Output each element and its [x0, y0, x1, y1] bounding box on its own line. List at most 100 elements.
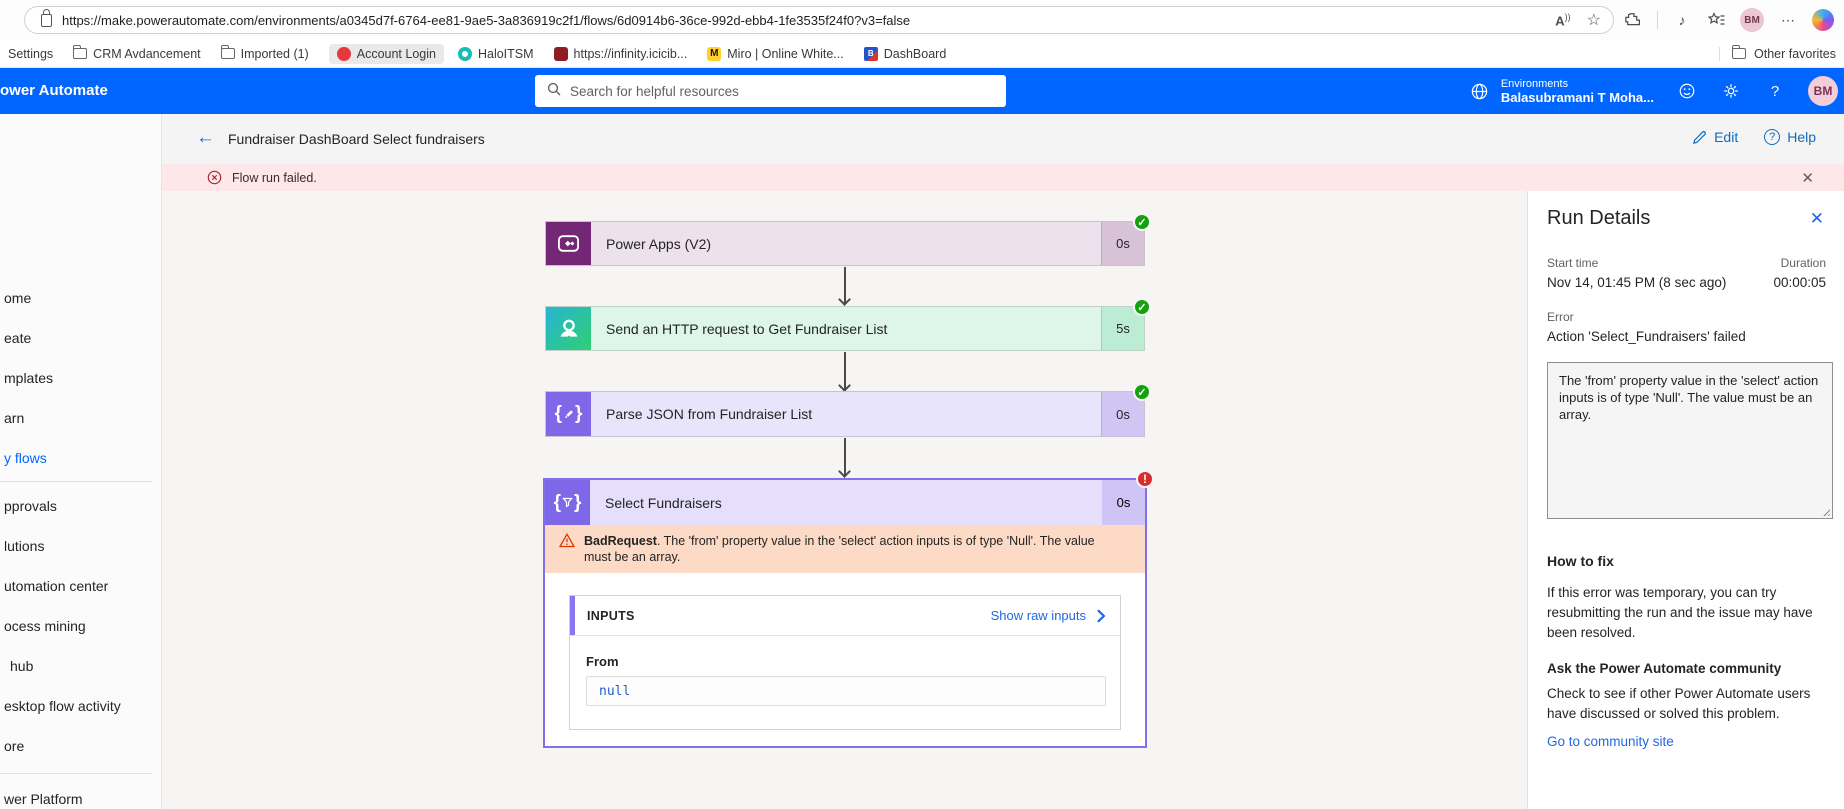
step-duration: 0s	[1101, 222, 1144, 265]
select-action-icon: { }	[545, 480, 590, 525]
start-time-value: Nov 14, 01:45 PM (8 sec ago)	[1547, 275, 1727, 290]
step-card-http-request[interactable]: Send an HTTP request to Get Fundraiser L…	[545, 298, 1151, 351]
folder-icon	[1732, 45, 1747, 59]
parse-json-icon: { }	[546, 392, 591, 436]
step-card-parse-json[interactable]: { } Parse JSON from Fundraiser List 0s ✓	[545, 383, 1151, 437]
sidebar-item-desktop-flow-activity[interactable]: esktop flow activity	[4, 698, 121, 714]
error-label: Error	[1547, 310, 1574, 324]
from-value-field[interactable]: null	[586, 676, 1106, 706]
bookmark-imported[interactable]: Imported (1)	[220, 45, 309, 61]
bookmark-dashboard[interactable]: B DashBoard	[863, 46, 946, 61]
browser-action-icons: ♪ BM ⋯	[1623, 0, 1844, 40]
connector-arrow	[838, 438, 851, 478]
flow-toolbar: ← Fundraiser DashBoard Select fundraiser…	[162, 114, 1844, 164]
sidebar-item-my-flows[interactable]: y flows	[4, 450, 47, 466]
back-arrow-icon[interactable]: ←	[196, 127, 215, 148]
chevron-right-icon	[1097, 609, 1106, 622]
sidebar-item-templates[interactable]: mplates	[4, 370, 54, 386]
browser-menu-icon[interactable]: ⋯	[1781, 11, 1795, 28]
sidebar-item-home[interactable]: ome	[4, 290, 32, 306]
haloitsm-favicon	[457, 46, 472, 61]
step-title: Send an HTTP request to Get Fundraiser L…	[606, 320, 888, 337]
folder-icon	[220, 45, 235, 59]
edit-button[interactable]: Edit	[1692, 129, 1738, 145]
show-raw-inputs-link[interactable]: Show raw inputs	[991, 608, 1108, 623]
step-duration: 0s	[1102, 480, 1145, 525]
banner-message: Flow run failed.	[232, 170, 317, 185]
step-card-select-fundraisers[interactable]: { } Select Fundraisers 0s ! BadRequest. …	[543, 470, 1154, 748]
sidebar-footer-power-platform[interactable]: wer Platform	[4, 791, 83, 807]
add-favorite-icon[interactable]: ☆	[1586, 12, 1601, 29]
step-title: Select Fundraisers	[605, 494, 722, 511]
from-label: From	[586, 654, 619, 669]
address-bar[interactable]: https://make.powerautomate.com/environme…	[24, 6, 1614, 34]
sidebar-item-learn[interactable]: arn	[4, 410, 25, 426]
success-check-icon: ✓	[1133, 383, 1151, 401]
search-icon	[547, 82, 561, 101]
extensions-icon[interactable]	[1623, 10, 1643, 30]
community-title: Ask the Power Automate community	[1547, 661, 1782, 676]
favorites-bar-icon[interactable]	[1706, 10, 1726, 30]
sidebar-item-solutions[interactable]: lutions	[4, 538, 45, 554]
flow-run-title: Fundraiser DashBoard Select fundraisers	[228, 131, 485, 147]
header-actions: Environments Balasubramani T Moha... ? B…	[1469, 68, 1838, 114]
pencil-icon	[1693, 130, 1707, 144]
copilot-icon[interactable]	[1812, 9, 1834, 31]
settings-gear-icon[interactable]	[1720, 80, 1742, 102]
sidebar-item-automation-center[interactable]: utomation center	[4, 578, 109, 594]
resize-grip[interactable]	[1821, 507, 1830, 516]
connector-arrow	[838, 267, 851, 306]
browser-essentials-icon[interactable]: ♪	[1678, 12, 1686, 28]
read-aloud-icon[interactable]: A))	[1555, 11, 1571, 29]
error-circle-icon	[207, 170, 222, 185]
search-input[interactable]	[570, 83, 994, 99]
duration-value: 00:00:05	[1773, 275, 1826, 290]
browser-profile-avatar[interactable]: BM	[1740, 8, 1764, 32]
bookmark-account-login[interactable]: Account Login	[328, 43, 444, 64]
panel-close-icon[interactable]: ✕	[1809, 209, 1824, 228]
environment-name: Balasubramani T Moha...	[1500, 89, 1654, 105]
sidebar-item-process-mining[interactable]: ocess mining	[4, 618, 86, 634]
environment-icon	[1469, 80, 1491, 102]
miro-favicon: M	[707, 46, 722, 61]
error-badge-icon: !	[1136, 470, 1154, 488]
bookmark-miro[interactable]: M Miro | Online White...	[707, 46, 844, 61]
other-favorites[interactable]: Other favorites	[1719, 45, 1836, 61]
banner-close-icon[interactable]: ✕	[1801, 169, 1814, 187]
sidebar-item-approvals[interactable]: pprovals	[4, 498, 57, 514]
step-header[interactable]: { } Select Fundraisers 0s	[545, 480, 1145, 525]
search-box[interactable]	[535, 75, 1006, 107]
environments-label: Environments	[1500, 77, 1569, 90]
feedback-icon[interactable]	[1676, 80, 1698, 102]
flow-failed-banner: Flow run failed. ✕	[162, 164, 1844, 191]
app-header: ower Automate Environments Balasubramani…	[0, 68, 1844, 114]
sidebar-item-create[interactable]: eate	[4, 330, 32, 346]
url-text[interactable]: https://make.powerautomate.com/environme…	[62, 12, 911, 28]
bookmark-haloitsm[interactable]: HaloITSM	[457, 46, 534, 61]
bookmarks-bar: Settings CRM Avdancement Imported (1) Ac…	[0, 40, 1844, 68]
help-icon[interactable]: ?	[1770, 82, 1780, 100]
environment-picker[interactable]: Environments Balasubramani T Moha...	[1469, 78, 1654, 105]
lock-icon[interactable]	[41, 8, 52, 27]
run-details-panel: Run Details ✕ Start time Duration Nov 14…	[1527, 191, 1844, 809]
app-brand[interactable]: ower Automate	[0, 82, 108, 99]
accent-bar	[570, 596, 575, 635]
error-detail-text: The 'from' property value in the 'select…	[1559, 373, 1819, 422]
icici-favicon	[553, 46, 568, 61]
power-apps-icon	[546, 222, 591, 265]
sidebar-item-ai-hub[interactable]: hub	[10, 658, 34, 674]
error-detail-box[interactable]: The 'from' property value in the 'select…	[1547, 362, 1833, 519]
sidebar-item-more[interactable]: ore	[4, 738, 25, 754]
step-error-message: BadRequest. The 'from' property value in…	[584, 534, 1095, 564]
bookmark-infinity-icici[interactable]: https://infinity.icicib...	[553, 46, 687, 61]
inputs-label: INPUTS	[587, 608, 635, 623]
step-title: Power Apps (V2)	[606, 235, 712, 252]
community-link[interactable]: Go to community site	[1547, 734, 1674, 749]
bookmark-crm-advancement[interactable]: CRM Avdancement	[73, 45, 201, 61]
success-check-icon: ✓	[1133, 213, 1151, 231]
step-card-power-apps[interactable]: Power Apps (V2) 0s ✓	[545, 213, 1151, 266]
account-avatar[interactable]: BM	[1808, 76, 1838, 106]
help-button[interactable]: ? Help	[1764, 129, 1816, 145]
bookmark-settings[interactable]: Settings	[8, 46, 54, 61]
how-to-fix-title: How to fix	[1547, 553, 1614, 569]
